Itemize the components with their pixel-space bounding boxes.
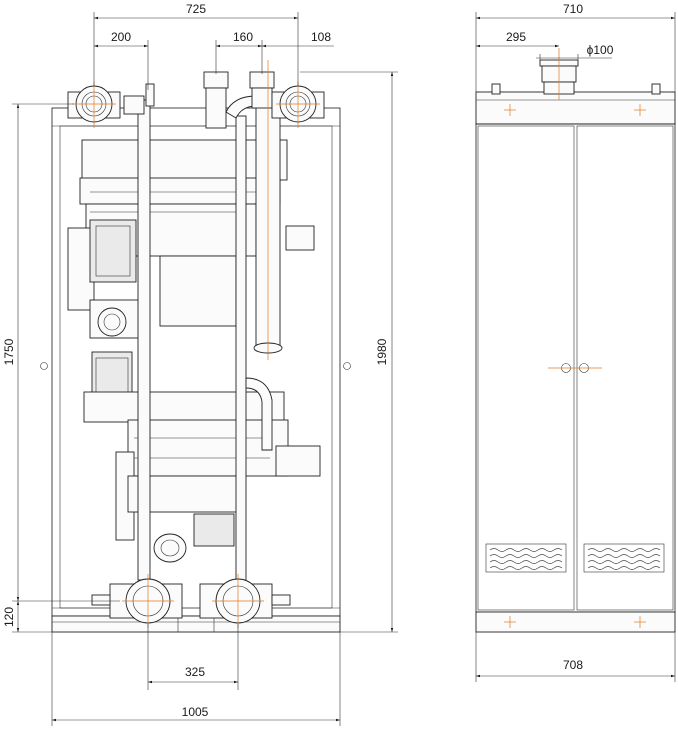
dim-108: 108 (311, 30, 331, 44)
side-center-marks (504, 104, 646, 628)
dim-295: 295 (506, 30, 526, 44)
dim-120: 120 (2, 607, 16, 627)
vent-grille-right (583, 543, 665, 573)
cabinet-base (475, 611, 676, 633)
dim-1750: 1750 (2, 338, 16, 365)
front-view: 725 200 160 108 1750 120 1980 325 (2, 2, 398, 726)
cabinet-top (475, 91, 676, 125)
lower-boiler-unit (83, 351, 321, 563)
right-handle-icon (343, 362, 351, 370)
dim-d100: ϕ100 (587, 43, 614, 57)
dim-708: 708 (563, 658, 583, 672)
dim-200: 200 (111, 30, 131, 44)
dim-725: 725 (186, 2, 206, 16)
flue-pipe (539, 48, 579, 100)
dim-160: 160 (233, 30, 253, 44)
dim-710: 710 (563, 2, 583, 16)
dim-1005: 1005 (182, 705, 209, 719)
center-marks (72, 60, 320, 628)
dim-325: 325 (185, 665, 205, 679)
side-view: 710 295 ϕ100 708 (475, 2, 676, 682)
left-handle-icon (40, 362, 48, 370)
upper-boiler-unit (67, 139, 315, 339)
vent-grille-left (485, 543, 567, 573)
dim-1980: 1980 (375, 338, 389, 365)
base-plate (51, 615, 341, 633)
